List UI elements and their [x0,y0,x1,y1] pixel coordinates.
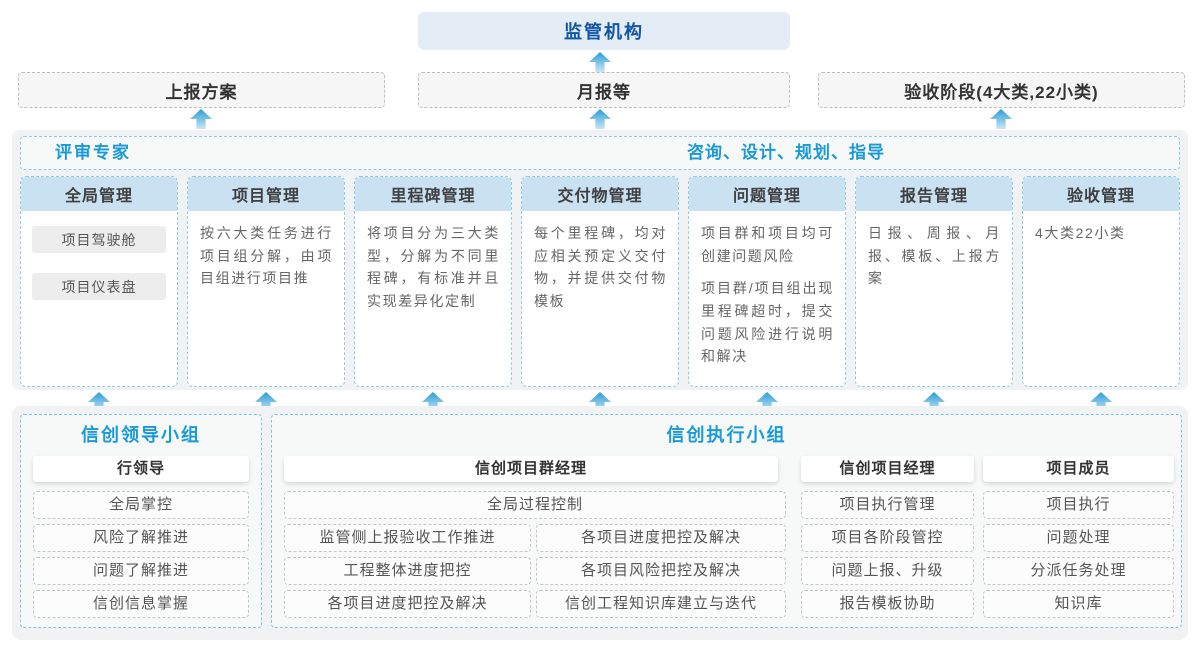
column-global-management: 全局管理 项目驾驶舱 项目仪表盘 [20,176,178,388]
task-item: 问题了解推进 [33,557,249,585]
role-bank-leadership: 行领导 [33,456,249,482]
leader-group-title: 信创领导小组 [81,425,201,445]
leader-group-panel: 信创领导小组 行领导 全局掌控 风险了解推进 问题了解推进 信创信息掌握 [20,414,262,628]
output-box-report-plan: 上报方案 [18,72,385,108]
up-arrow-icon [190,109,212,129]
column-title: 里程碑管理 [355,177,511,211]
subgroup-program-manager: 信创项目群经理 全局过程控制 监管侧上报验收工作推进 各项目进度把控及解决 工程… [284,456,786,623]
chip-project-cockpit: 项目驾驶舱 [32,226,166,253]
task-item: 各项目风险把控及解决 [536,557,786,585]
task-item: 风险了解推进 [33,524,249,552]
output-label: 验收阶段(4大类,22小类) [904,82,1099,102]
subgroup-project-member: 项目成员 项目执行 问题处理 分派任务处理 知识库 [983,456,1174,623]
exec-group-body: 信创项目群经理 全局过程控制 监管侧上报验收工作推进 各项目进度把控及解决 工程… [272,456,1181,623]
task-item: 工程整体进度把控 [284,557,531,585]
task-item: 分派任务处理 [983,557,1174,585]
function-columns: 全局管理 项目驾驶舱 项目仪表盘 项目管理 按六大类任务进行项目组分解，由项目组… [20,176,1180,388]
column-description: 按六大类任务进行项目组分解，由项目组进行项目推 [188,211,344,308]
column-description: 4大类22小类 [1023,211,1179,263]
description-paragraph: 每个里程碑，均对应相关预定义交付物，并提供交付物模板 [534,225,667,310]
chip-project-dashboard: 项目仪表盘 [32,273,166,300]
column-description: 每个里程碑，均对应相关预定义交付物，并提供交付物模板 [522,211,678,331]
task-item: 项目执行管理 [801,491,974,519]
column-description: 将项目分为三大类型，分解为不同里程碑，有标准并且实现差异化定制 [355,211,511,331]
subgroup-project-manager: 信创项目经理 项目执行管理 项目各阶段管控 问题上报、升级 报告模板协助 [801,456,974,623]
review-experts-label: 评审专家 [55,143,131,162]
output-label: 上报方案 [165,82,238,102]
task-item: 问题处理 [983,524,1174,552]
task-item: 知识库 [983,590,1174,618]
program-manager-task-grid: 监管侧上报验收工作推进 各项目进度把控及解决 工程整体进度把控 各项目风险把控及… [284,524,786,623]
management-panel: 评审专家 咨询、设计、规划、指导 全局管理 项目驾驶舱 项目仪表盘 项目管理 按… [12,130,1188,390]
description-paragraph: 按六大类任务进行项目组分解，由项目组进行项目推 [200,225,333,287]
column-title: 项目管理 [188,177,344,211]
description-paragraph: 日报、周报、月报、模板、上报方案 [868,225,1001,287]
up-arrow-icon [589,109,611,129]
up-arrow-icon [990,109,1012,129]
column-title: 全局管理 [21,177,177,211]
regulator-box: 监管机构 [418,12,790,50]
task-item: 全局掌控 [33,491,249,519]
column-milestone-management: 里程碑管理 将项目分为三大类型，分解为不同里程碑，有标准并且实现差异化定制 [354,176,512,388]
column-title: 交付物管理 [522,177,678,211]
task-item: 各项目进度把控及解决 [536,524,786,552]
column-acceptance-management: 验收管理 4大类22小类 [1022,176,1180,388]
role-project-manager: 信创项目经理 [801,456,974,482]
task-item: 监管侧上报验收工作推进 [284,524,531,552]
task-item: 信创信息掌握 [33,590,249,618]
output-box-monthly-report: 月报等 [418,72,790,108]
column-project-management: 项目管理 按六大类任务进行项目组分解，由项目组进行项目推 [187,176,345,388]
leader-group-body: 行领导 全局掌控 风险了解推进 问题了解推进 信创信息掌握 [21,456,261,618]
task-item: 报告模板协助 [801,590,974,618]
column-title: 报告管理 [856,177,1012,211]
output-label: 月报等 [577,82,631,102]
column-description: 项目群和项目均可创建问题风险 项目群/项目组出现里程碑超时，提交问题风险进行说明… [689,211,845,386]
consulting-label: 咨询、设计、规划、指导 [687,143,885,162]
task-item: 各项目进度把控及解决 [284,590,531,618]
column-deliverable-management: 交付物管理 每个里程碑，均对应相关预定义交付物，并提供交付物模板 [521,176,679,388]
teams-panel: 信创领导小组 行领导 全局掌控 风险了解推进 问题了解推进 信创信息掌握 信创执… [12,406,1188,640]
description-paragraph: 项目群/项目组出现里程碑超时，提交问题风险进行说明和解决 [701,280,834,365]
output-box-acceptance-stage: 验收阶段(4大类,22小类) [818,72,1185,108]
role-program-manager: 信创项目群经理 [284,456,778,482]
exec-group-panel: 信创执行小组 信创项目群经理 全局过程控制 监管侧上报验收工作推进 各项目进度把… [271,414,1182,628]
column-issue-management: 问题管理 项目群和项目均可创建问题风险 项目群/项目组出现里程碑超时，提交问题风… [688,176,846,388]
column-report-management: 报告管理 日报、周报、月报、模板、上报方案 [855,176,1013,388]
description-paragraph: 项目群和项目均可创建问题风险 [701,225,834,264]
column-description: 日报、周报、月报、模板、上报方案 [856,211,1012,308]
regulator-label: 监管机构 [564,22,644,42]
column-title: 问题管理 [689,177,845,211]
role-project-member: 项目成员 [983,456,1174,482]
task-item: 项目执行 [983,491,1174,519]
task-item: 问题上报、升级 [801,557,974,585]
description-paragraph: 将项目分为三大类型，分解为不同里程碑，有标准并且实现差异化定制 [367,225,500,310]
column-title: 验收管理 [1023,177,1179,211]
task-item: 项目各阶段管控 [801,524,974,552]
exec-group-title: 信创执行小组 [666,425,787,445]
task-item: 信创工程知识库建立与迭代 [536,590,786,618]
description-paragraph: 4大类22小类 [1035,225,1126,241]
up-arrow-icon [589,52,611,72]
advisor-strip: 评审专家 咨询、设计、规划、指导 [20,136,1180,170]
task-item: 全局过程控制 [284,491,786,519]
